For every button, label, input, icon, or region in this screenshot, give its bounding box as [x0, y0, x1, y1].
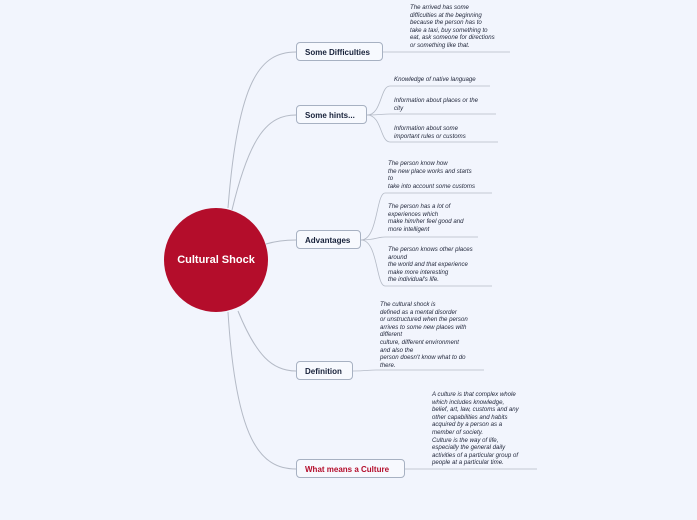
note-connector	[366, 114, 391, 143]
connector-advantages	[265, 239, 297, 245]
topic-some-difficulties[interactable]: Some Difficulties	[296, 42, 383, 61]
note-connector	[360, 239, 386, 287]
note-connector	[360, 192, 386, 241]
note-connector	[366, 85, 391, 116]
topic-label: Some Difficulties	[305, 48, 370, 57]
topic-some-hints[interactable]: Some hints...	[296, 105, 367, 124]
note-places-or-city: Information about places or the city	[394, 97, 479, 112]
note-connector	[366, 113, 391, 116]
note-rules-or-customs: Information about some important rules o…	[394, 125, 466, 140]
note-know-how-place-works: The person know how the new place works …	[388, 160, 476, 190]
topic-label: Advantages	[305, 236, 351, 245]
note-connector	[360, 236, 386, 241]
connector-what-means-culture	[227, 311, 297, 470]
note-connector	[352, 369, 377, 372]
note-lot-of-experiences: The person has a lot of experiences whic…	[388, 203, 464, 233]
note-knows-other-places: The person knows other places around the…	[388, 246, 473, 284]
topic-definition[interactable]: Definition	[296, 361, 353, 380]
topic-advantages[interactable]: Advantages	[296, 230, 361, 249]
topic-what-means-a-culture[interactable]: What means a Culture	[296, 459, 405, 478]
topic-label: Some hints...	[305, 111, 355, 120]
connector-some-hints	[231, 114, 297, 211]
topic-label: Definition	[305, 367, 342, 376]
note-some-difficulties: The arrived has some difficulties at the…	[410, 4, 495, 49]
connector-definition	[237, 310, 297, 372]
central-topic-label: Cultural Shock	[177, 254, 255, 266]
note-definition: The cultural shock is defined as a menta…	[380, 301, 468, 369]
central-topic[interactable]: Cultural Shock	[164, 208, 268, 312]
topic-label: What means a Culture	[305, 465, 390, 474]
note-culture-meaning: A culture is that complex whole which in…	[432, 391, 519, 467]
note-native-language: Knowledge of native language	[394, 76, 476, 83]
connector-some-difficulties	[227, 51, 297, 209]
